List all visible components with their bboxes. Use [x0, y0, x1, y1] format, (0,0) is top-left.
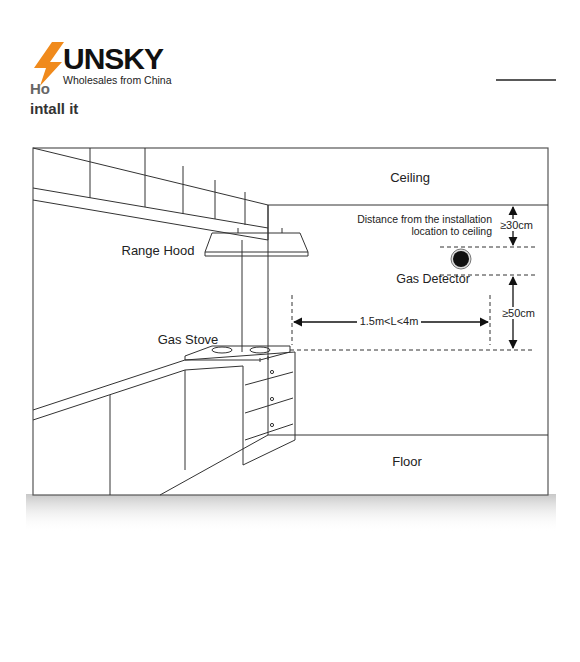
dimension-label: ≥30cm — [497, 219, 536, 232]
range-hood-label: Range Hood — [122, 244, 195, 259]
dimension-label-text: ≥50cm — [499, 307, 538, 319]
dimension-label-text: ≥30cm — [497, 219, 536, 231]
detector-ring — [451, 249, 471, 269]
brand-tagline-text: Wholesales from China — [63, 74, 172, 86]
heading-fragment-text: Ho — [30, 80, 50, 97]
ceiling-label-text: Ceiling — [390, 170, 430, 185]
gas-stove-label-text: Gas Stove — [158, 332, 219, 347]
brand-name-text: UNSKY — [63, 42, 163, 75]
floor-label: Floor — [392, 455, 422, 470]
detector-label-text: Gas Detector — [396, 272, 470, 286]
heading-text-text: intall it — [30, 100, 78, 117]
dimension-arrows — [294, 207, 513, 348]
logo-mark — [34, 42, 64, 86]
gas-detector — [453, 251, 469, 267]
heading-fragment: Ho — [30, 80, 50, 97]
floor-label-text: Floor — [392, 454, 422, 469]
menu-line — [496, 79, 556, 81]
gas-stove-label: Gas Stove — [158, 333, 219, 348]
ceiling-label: Ceiling — [390, 171, 430, 186]
dimension-label-text: 1.5m<L<4m — [357, 315, 422, 327]
dimension-label: 1.5m<L<4m — [357, 315, 422, 328]
distance-note: Distance from the installation location … — [332, 213, 492, 237]
detector-label: Gas Detector — [396, 272, 470, 286]
dimension-label: ≥50cm — [499, 307, 538, 320]
heading-text: intall it — [30, 100, 78, 117]
brand-name: UNSKY — [63, 42, 163, 77]
room-lines — [33, 148, 548, 495]
dimension-guides — [290, 247, 535, 350]
frame-shadow — [26, 494, 556, 532]
distance-note-text: Distance from the installation location … — [357, 213, 492, 237]
brand-tagline: Wholesales from China — [63, 74, 172, 86]
range-hood-label-text: Range Hood — [122, 243, 195, 258]
diagram-frame — [33, 148, 548, 495]
